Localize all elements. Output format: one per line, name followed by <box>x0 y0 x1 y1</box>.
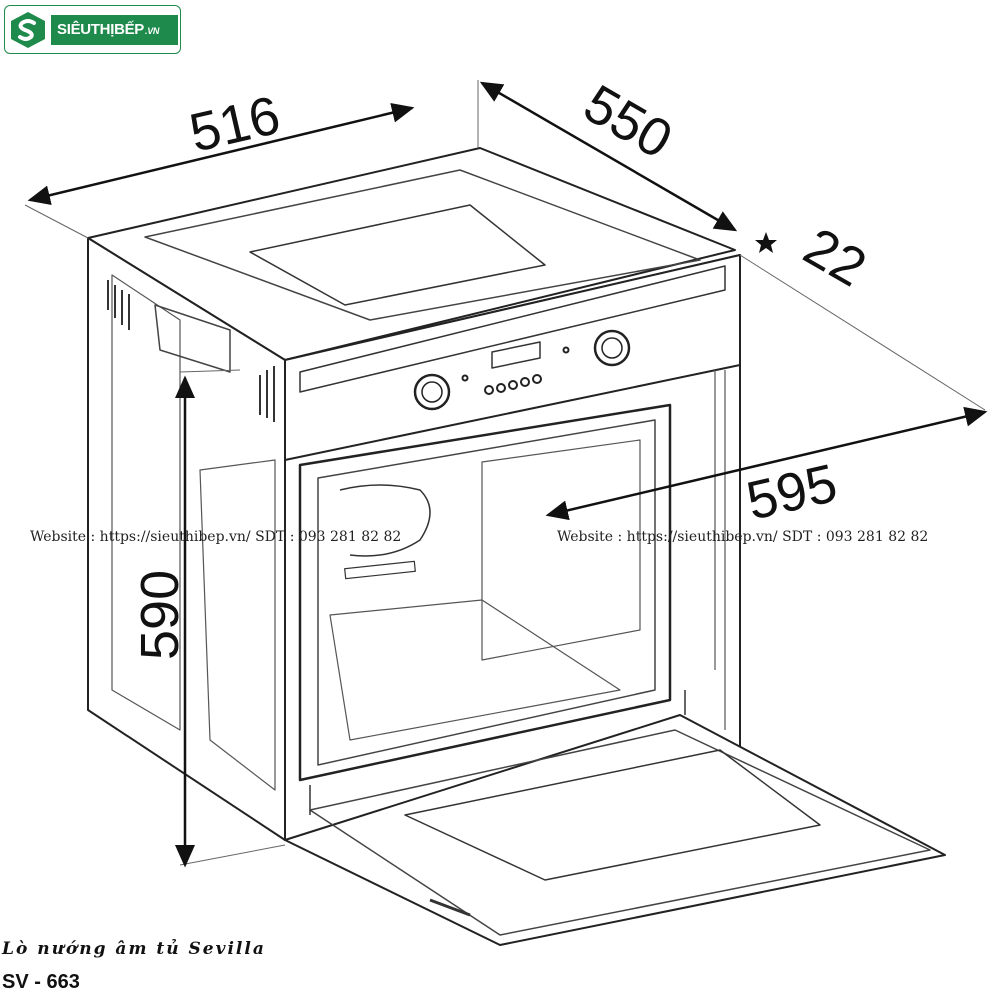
dim-label-thickness: 22 <box>794 216 876 298</box>
dimension-arrows <box>27 81 988 868</box>
dim-label-height: 590 <box>130 570 190 660</box>
brand-name: SIÊUTHỊBẾP <box>57 21 145 38</box>
product-name: Lò nướng âm tủ Sevilla <box>2 939 266 959</box>
star-icon <box>755 232 777 253</box>
brand-logo: SIÊUTHỊBẾP.VN <box>4 5 181 54</box>
watermark-right: Website : https://sieuthibep.vn/ SDT : 0… <box>557 529 929 545</box>
brand-tld: .VN <box>145 25 160 36</box>
product-code: SV - 663 <box>2 971 80 993</box>
arrow-595 <box>545 406 988 521</box>
brand-wordmark: SIÊUTHỊBẾP.VN <box>51 14 178 45</box>
dim-label-depth-top: 550 <box>574 73 682 170</box>
arrow-550 <box>479 81 738 232</box>
extension-lines <box>24 80 986 866</box>
arrow-516 <box>27 102 415 206</box>
watermark-left: Website : https://sieuthibep.vn/ SDT : 0… <box>30 529 402 545</box>
s-logo-icon <box>11 11 45 48</box>
dim-label-depth-side: 516 <box>184 85 285 164</box>
